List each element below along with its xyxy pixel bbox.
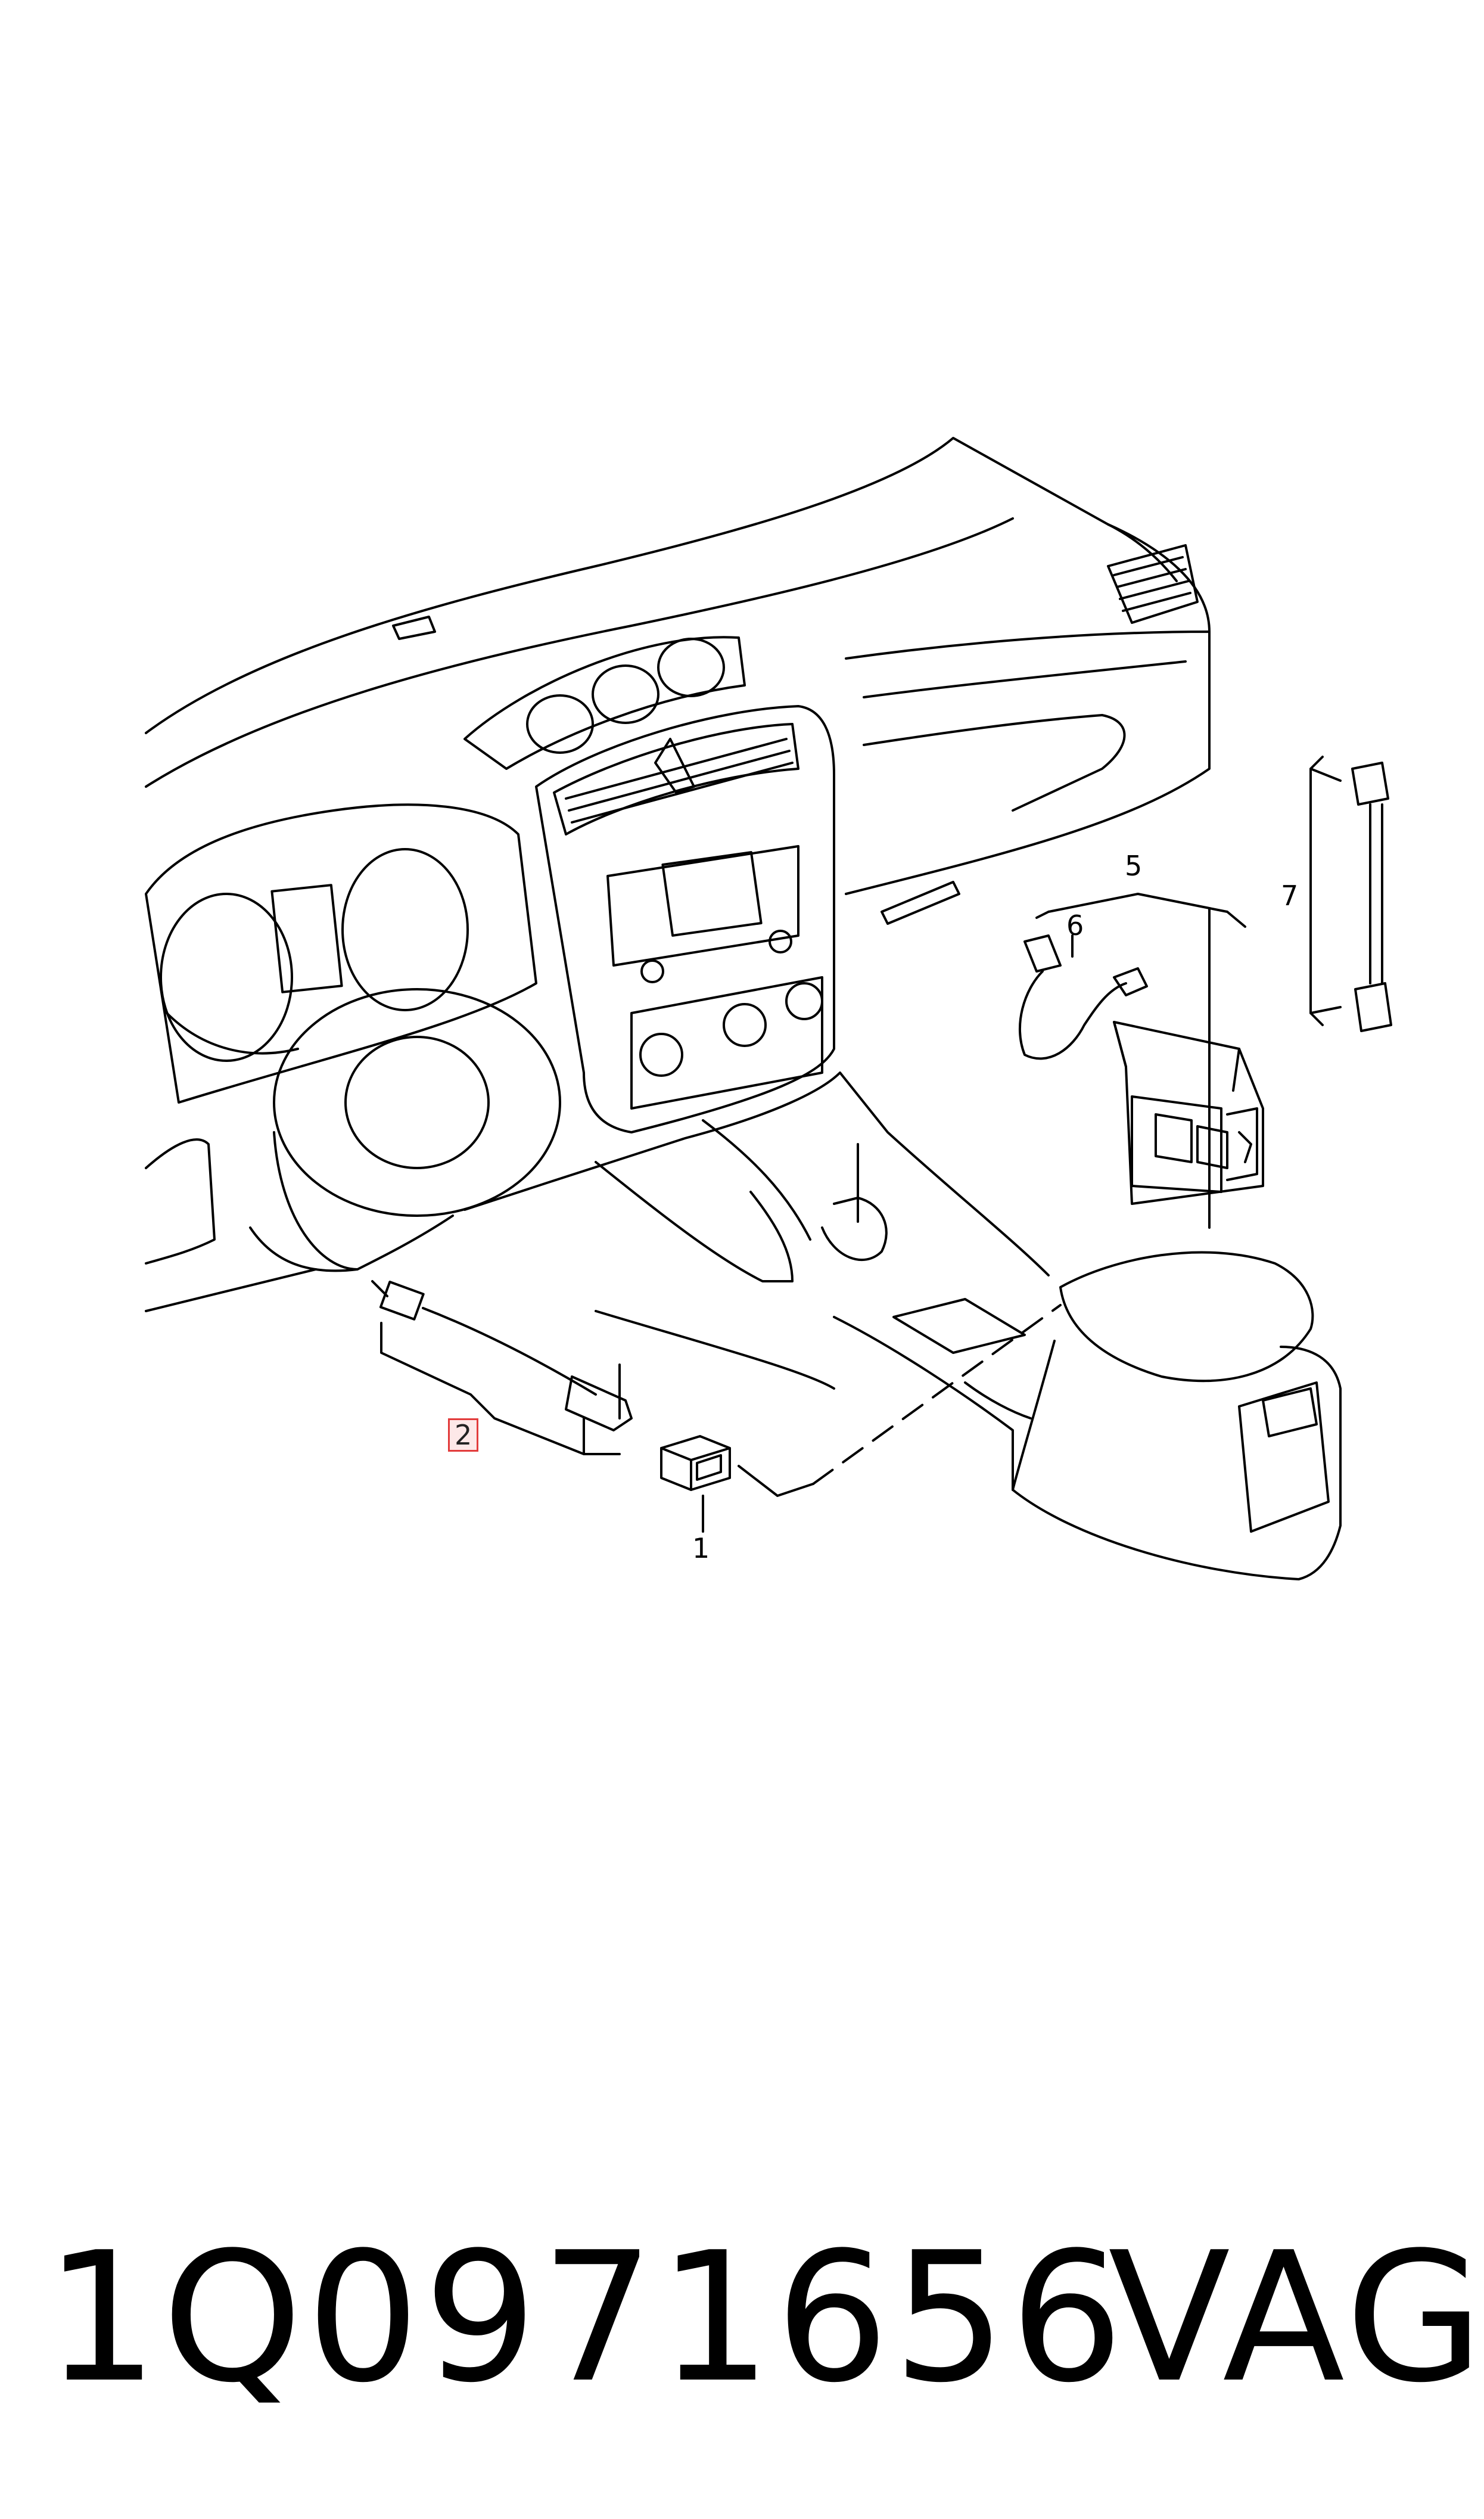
- callout-5: 5: [1125, 850, 1143, 882]
- dashboard-outline: [145, 437, 1211, 925]
- brand-name: VAG: [1108, 2214, 1484, 2422]
- part-1-insert: [660, 1304, 1062, 1533]
- callout-2-highlighted: 2: [448, 1418, 479, 1452]
- gauge-pod: [463, 636, 746, 770]
- part-number: 1Q0971656: [45, 2214, 1128, 2422]
- steering-wheel: [145, 988, 561, 1312]
- part-6-usb-cable: [1019, 934, 1148, 1060]
- part-2-aux-cable: [371, 1280, 633, 1455]
- center-stack: [535, 705, 835, 1133]
- callout-7: 7: [1281, 880, 1299, 912]
- part-5-holder: [1035, 893, 1264, 1229]
- center-console: [463, 1071, 1342, 1580]
- callout-1: 1: [692, 1532, 710, 1564]
- part-7-cable: [1309, 756, 1392, 1032]
- exploded-parts-diagram: [145, 437, 1392, 1580]
- instrument-cluster: [145, 803, 537, 1104]
- callout-6: 6: [1066, 909, 1084, 942]
